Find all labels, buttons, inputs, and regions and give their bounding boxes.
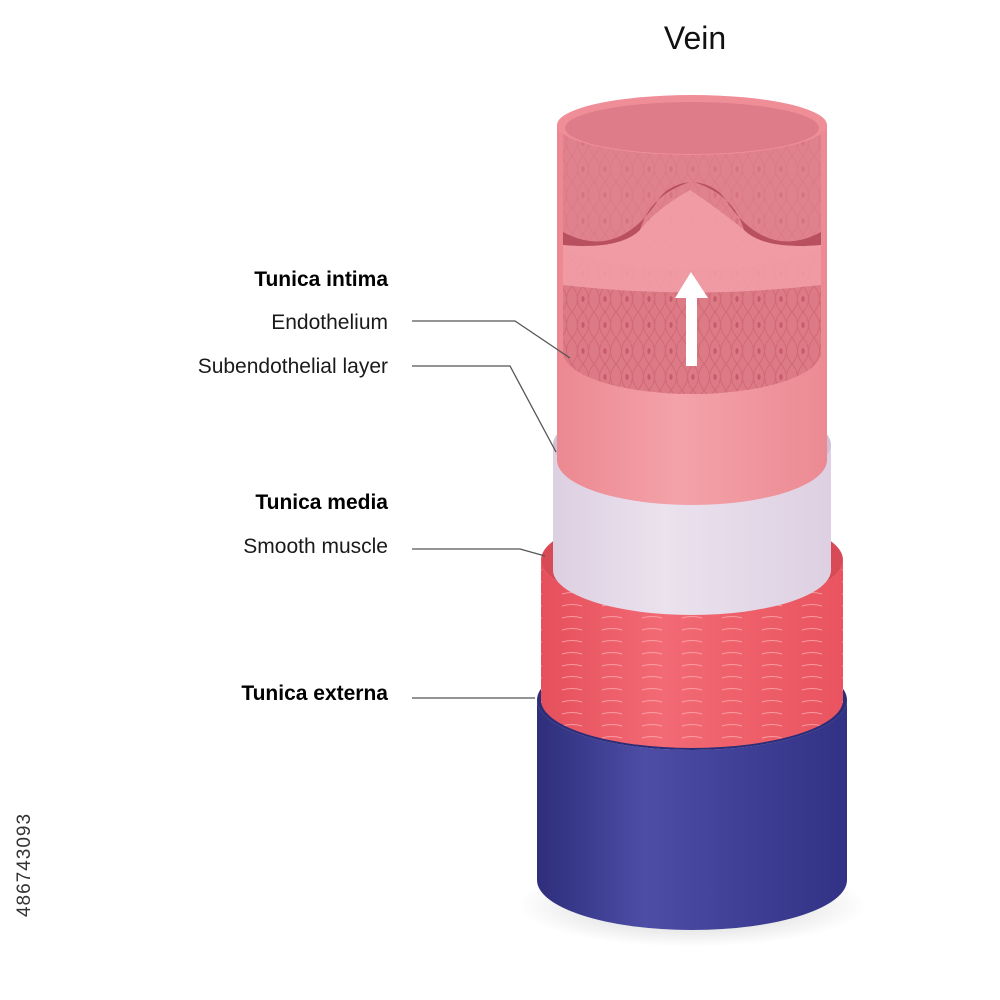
leader-smooth-muscle [412, 548, 546, 557]
leader-lines [412, 320, 571, 699]
label-subendothelial-layer: Subendothelial layer [197, 355, 388, 378]
label-tunica-intima: Tunica intima [254, 268, 388, 291]
valve-leaflet-left [563, 182, 690, 246]
leader-endothelium [412, 320, 571, 359]
label-smooth-muscle: Smooth muscle [243, 535, 388, 558]
tunica-intima-layer [557, 95, 827, 505]
leader-subendothelial [412, 365, 557, 453]
label-tunica-externa: Tunica externa [241, 682, 388, 705]
blood-flow-arrow-icon [675, 272, 708, 366]
diagram-title: Vein [663, 20, 727, 56]
valve-leaflet-right [694, 182, 821, 246]
label-tunica-media: Tunica media [255, 491, 388, 514]
label-endothelium: Endothelium [271, 311, 388, 334]
